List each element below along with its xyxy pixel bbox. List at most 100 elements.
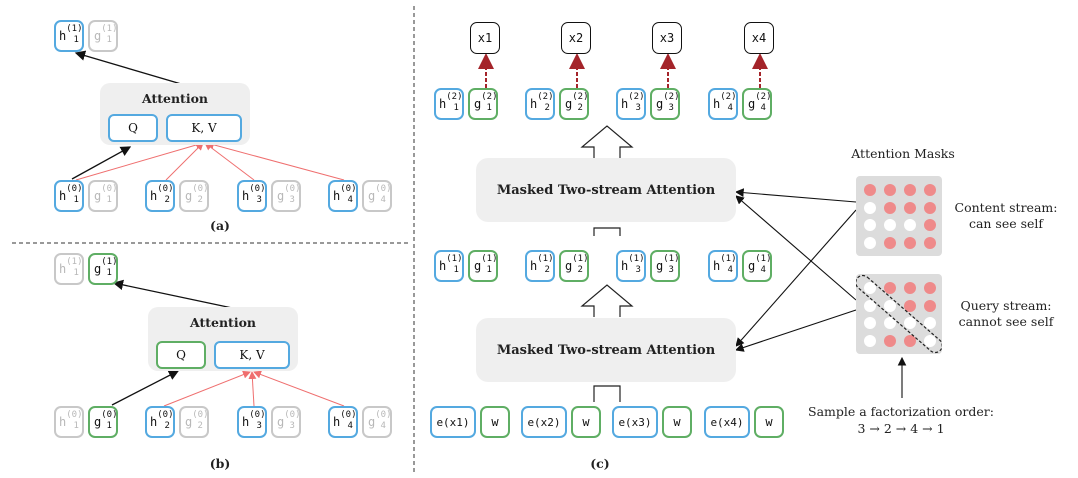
query-mask-cell — [864, 299, 876, 312]
edge-a-kv-1 — [75, 141, 204, 181]
edge-a-kv-3 — [204, 142, 255, 181]
c-query-w3: w — [662, 406, 692, 438]
c-input-ex2: e(x2) — [521, 406, 567, 438]
b-attention-title: Attention — [189, 315, 256, 330]
edge-b-kv-2 — [248, 371, 257, 407]
content-mask-cell — [864, 184, 876, 196]
c-input-ex3: e(x3) — [612, 406, 658, 438]
b-h1-layer1: h(1)1 — [54, 253, 84, 285]
c-g1-layer2: g(2)1 — [468, 88, 498, 120]
query-stream-label-2: cannot see self — [958, 314, 1054, 329]
c-query-w4: w — [754, 406, 784, 438]
c-caption: (c) — [590, 456, 610, 471]
c-h2-layer2: h(2)2 — [525, 88, 555, 120]
a-g1-layer0: g(0)1 — [88, 180, 118, 212]
c-query-w1: w — [480, 406, 510, 438]
query-mask-diagonal — [856, 274, 942, 354]
query-mask-cell — [904, 282, 916, 294]
a-caption: (a) — [210, 218, 230, 233]
content-mask-cell — [884, 201, 896, 214]
hollow-arrow-stub — [593, 227, 621, 236]
hollow-arrow-bottom — [593, 385, 621, 402]
c-g4-layer1: g(1)4 — [742, 250, 772, 282]
a-h3-layer0: h(0)3 — [237, 180, 267, 212]
c-g3-layer2: g(2)3 — [650, 88, 680, 120]
content-mask-cell — [864, 236, 876, 249]
c-input-ex1: e(x1) — [430, 406, 476, 438]
c-query-w2: w — [571, 406, 601, 438]
edge-b-kv-3 — [253, 370, 345, 407]
content-mask-cell — [864, 201, 876, 214]
edge-mask-content-upper — [734, 188, 857, 203]
query-mask-cell — [864, 334, 876, 347]
c-attention-block-upper: Masked Two-stream Attention — [476, 158, 736, 222]
b-g4-layer0: g(0)4 — [362, 406, 392, 438]
edge-b-output — [112, 279, 238, 310]
b-g2-layer0: g(0)2 — [179, 406, 209, 438]
a-g2-layer0: g(0)2 — [179, 180, 209, 212]
query-mask-cell — [924, 334, 936, 347]
content-mask-cell — [904, 236, 916, 249]
c-attention-block-lower: Masked Two-stream Attention — [476, 318, 736, 382]
b-g1-layer1: g(1)1 — [88, 253, 118, 285]
b-caption: (b) — [209, 456, 231, 471]
b-g3-layer0: g(0)3 — [271, 406, 301, 438]
c-h2-layer1: h(1)2 — [525, 250, 555, 282]
hollow-arrow-top — [580, 125, 634, 158]
b-h2-layer0: h(0)2 — [145, 406, 175, 438]
content-stream-label-1: Content stream: — [954, 200, 1058, 215]
b-h4-layer0: h(0)4 — [328, 406, 358, 438]
c-g3-layer1: g(1)3 — [650, 250, 680, 282]
c-h4-layer2: h(2)4 — [708, 88, 738, 120]
c-h1-layer1: h(1)1 — [434, 250, 464, 282]
content-mask-cell — [924, 184, 936, 196]
edge-a-kv-2 — [165, 142, 204, 181]
c-g2-layer1: g(1)2 — [559, 250, 589, 282]
c-input-ex4: e(x4) — [704, 406, 750, 438]
c-output-x1: x1 — [470, 22, 500, 54]
query-mask-cell — [924, 282, 936, 294]
edge-a-output — [74, 50, 189, 87]
a-attention-title: Attention — [141, 91, 208, 106]
query-mask-cell — [904, 334, 916, 347]
c-output-x3: x3 — [652, 22, 682, 54]
edge-mask-content-lower — [735, 209, 857, 347]
content-mask-cell — [904, 184, 916, 196]
a-key-value-box: K, V — [166, 114, 242, 142]
query-mask-cell — [884, 282, 896, 294]
a-g1-layer1: g(1)1 — [88, 20, 118, 52]
edge-mask-query-lower — [734, 309, 857, 352]
masks-title: Attention Masks — [851, 146, 955, 161]
a-h1-layer0: h(0)1 — [54, 180, 84, 212]
edge-mask-query-upper — [735, 195, 857, 301]
content-mask-cell — [904, 201, 916, 214]
c-output-x4: x4 — [744, 22, 774, 54]
a-h2-layer0: h(0)2 — [145, 180, 175, 212]
c-h4-layer1: h(1)4 — [708, 250, 738, 282]
a-query-box: Q — [108, 114, 158, 142]
c-g1-layer1: g(1)1 — [468, 250, 498, 282]
query-mask-cell — [924, 317, 936, 329]
hollow-arrow-mid — [580, 284, 634, 317]
a-h1-layer1: h(1)1 — [54, 20, 84, 52]
edge-a-kv-4 — [206, 140, 345, 181]
content-stream-label-2: can see self — [968, 216, 1044, 231]
c-h3-layer2: h(2)3 — [616, 88, 646, 120]
b-query-box: Q — [156, 341, 206, 369]
c-g4-layer2: g(2)4 — [742, 88, 772, 120]
b-h1-layer0: h(0)1 — [54, 406, 84, 438]
a-g4-layer0: g(0)4 — [362, 180, 392, 212]
b-g1-layer0: g(0)1 — [88, 406, 118, 438]
content-mask-cell — [904, 219, 916, 231]
content-mask-cell — [884, 184, 896, 196]
a-h4-layer0: h(0)4 — [328, 180, 358, 212]
query-mask-cell — [864, 317, 876, 329]
factorization-label-1: Sample a factorization order: — [808, 404, 994, 419]
content-mask-cell — [924, 219, 936, 231]
edge-b-query — [111, 370, 180, 406]
query-mask-cell — [904, 299, 916, 312]
b-key-value-box: K, V — [214, 341, 290, 369]
c-h3-layer1: h(1)3 — [616, 250, 646, 282]
